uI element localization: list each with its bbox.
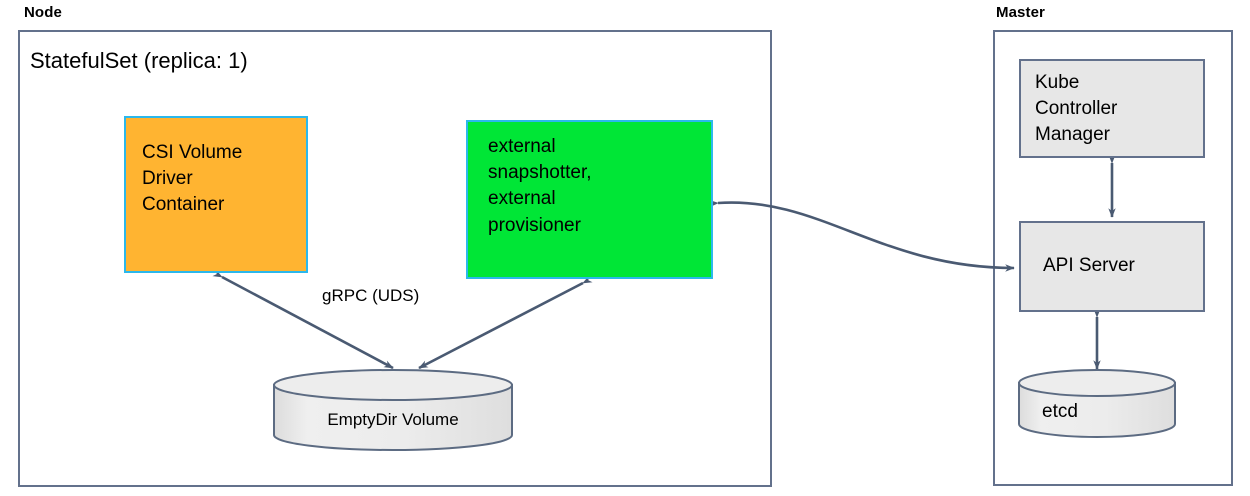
box-external-snapshotter-provisioner-label: external snapshotter, external provision… — [488, 136, 592, 236]
node-group-label: Node — [24, 4, 62, 21]
edge-label-grpc-uds: gRPC (UDS) — [322, 286, 420, 305]
box-api-server-label: API Server — [1043, 255, 1135, 277]
cylinder-emptydir-volume[interactable]: EmptyDir Volume — [272, 368, 514, 452]
box-kube-controller-manager[interactable]: Kube Controller Manager — [1019, 59, 1205, 158]
box-kube-controller-manager-label: Kube Controller Manager — [1035, 72, 1118, 146]
box-api-server[interactable]: API Server — [1019, 221, 1205, 312]
cylinder-etcd[interactable]: etcd — [1017, 369, 1177, 439]
box-csi-volume-driver-container[interactable]: CSI Volume Driver Container — [124, 116, 308, 273]
master-group-label: Master — [996, 4, 1045, 21]
cylinder-emptydir-volume-label: EmptyDir Volume — [327, 410, 459, 429]
cylinder-etcd-label: etcd — [1042, 401, 1078, 422]
box-external-snapshotter-provisioner[interactable]: external snapshotter, external provision… — [466, 120, 713, 279]
box-csi-volume-driver-container-label: CSI Volume Driver Container — [142, 142, 243, 216]
statefulset-title: StatefulSet (replica: 1) — [30, 48, 248, 73]
